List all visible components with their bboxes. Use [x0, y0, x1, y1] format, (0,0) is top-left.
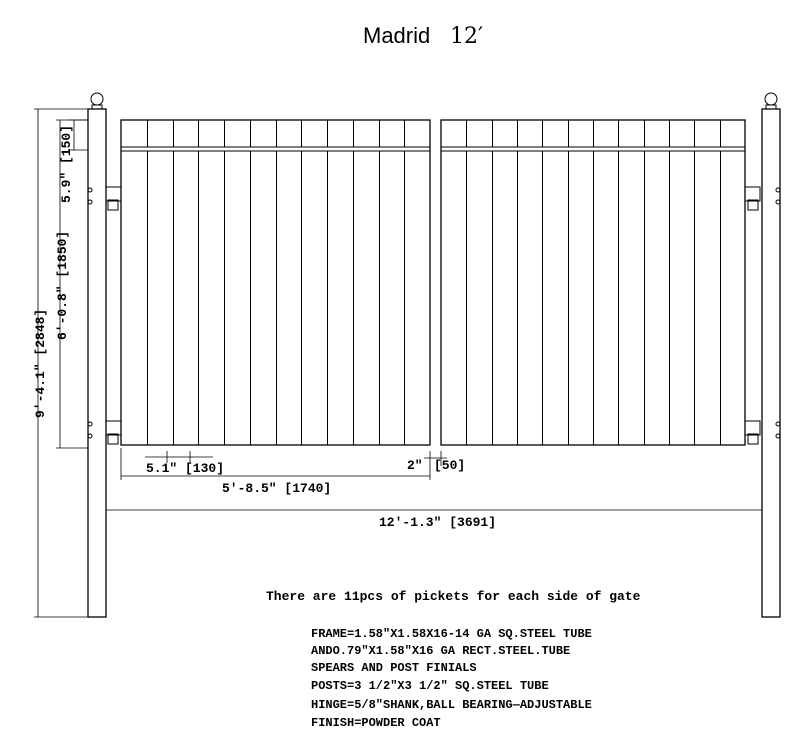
top-rail-gap-dimension: 5.9" [150]	[59, 119, 88, 203]
left-gate-leaf	[120, 119, 431, 446]
gate-height-dimension: 6′-0.8" [1850]	[55, 119, 88, 449]
right-lower-hinge	[744, 420, 781, 445]
left-pickets	[147, 120, 405, 445]
title-model: Madrid	[363, 23, 430, 48]
right-post	[761, 92, 781, 618]
specification-list: FRAME=1.58"X1.58X16-14 GA SQ.STEEL TUBE …	[311, 627, 592, 730]
right-gate-leaf	[440, 119, 746, 446]
leaf-width-label: 5′-8.5" [1740]	[222, 481, 331, 496]
spec-hinge: HINGE=5/8"SHANK,BALL BEARING—ADJUSTABLE	[311, 698, 592, 712]
overall-height-dimension: 9′-4.1" [2848]	[33, 108, 88, 618]
spec-rect-tube: ANDO.79"X1.58"X16 GA RECT.STEEL.TUBE	[311, 644, 570, 658]
right-post-finial	[764, 92, 778, 106]
left-upper-hinge	[87, 186, 122, 211]
right-upper-hinge	[744, 186, 781, 211]
top-rail-gap-label: 5.9" [150]	[59, 125, 74, 203]
picket-count-note: There are 11pcs of pickets for each side…	[266, 589, 641, 604]
left-lower-hinge	[87, 420, 122, 445]
spec-finish: FINISH=POWDER COAT	[311, 716, 441, 730]
leaf-gap-mm-label: [50]	[434, 458, 465, 473]
spec-posts: POSTS=3 1/2"X3 1/2" SQ.STEEL TUBE	[311, 679, 549, 693]
overall-width-dimension: 12′-1.3" [3691]	[106, 509, 762, 530]
picket-spacing-dimension: 5.1" [130]	[145, 451, 224, 476]
left-post	[87, 92, 107, 618]
spec-frame: FRAME=1.58"X1.58X16-14 GA SQ.STEEL TUBE	[311, 627, 592, 641]
picket-spacing-label: 5.1" [130]	[146, 461, 224, 476]
title-size: 12′	[450, 24, 483, 49]
leaf-gap-inches-label: 2"	[407, 458, 423, 473]
overall-height-label: 9′-4.1" [2848]	[33, 309, 48, 418]
leaf-gap-dimension: 2" [50]	[407, 451, 465, 473]
gate-height-label: 6′-0.8" [1850]	[55, 231, 70, 340]
overall-width-label: 12′-1.3" [3691]	[379, 515, 496, 530]
left-post-finial	[90, 92, 104, 106]
right-pickets	[466, 120, 721, 445]
leaf-width-dimension: 5′-8.5" [1740]	[120, 448, 431, 496]
spec-spears: SPEARS AND POST FINIALS	[311, 661, 477, 675]
